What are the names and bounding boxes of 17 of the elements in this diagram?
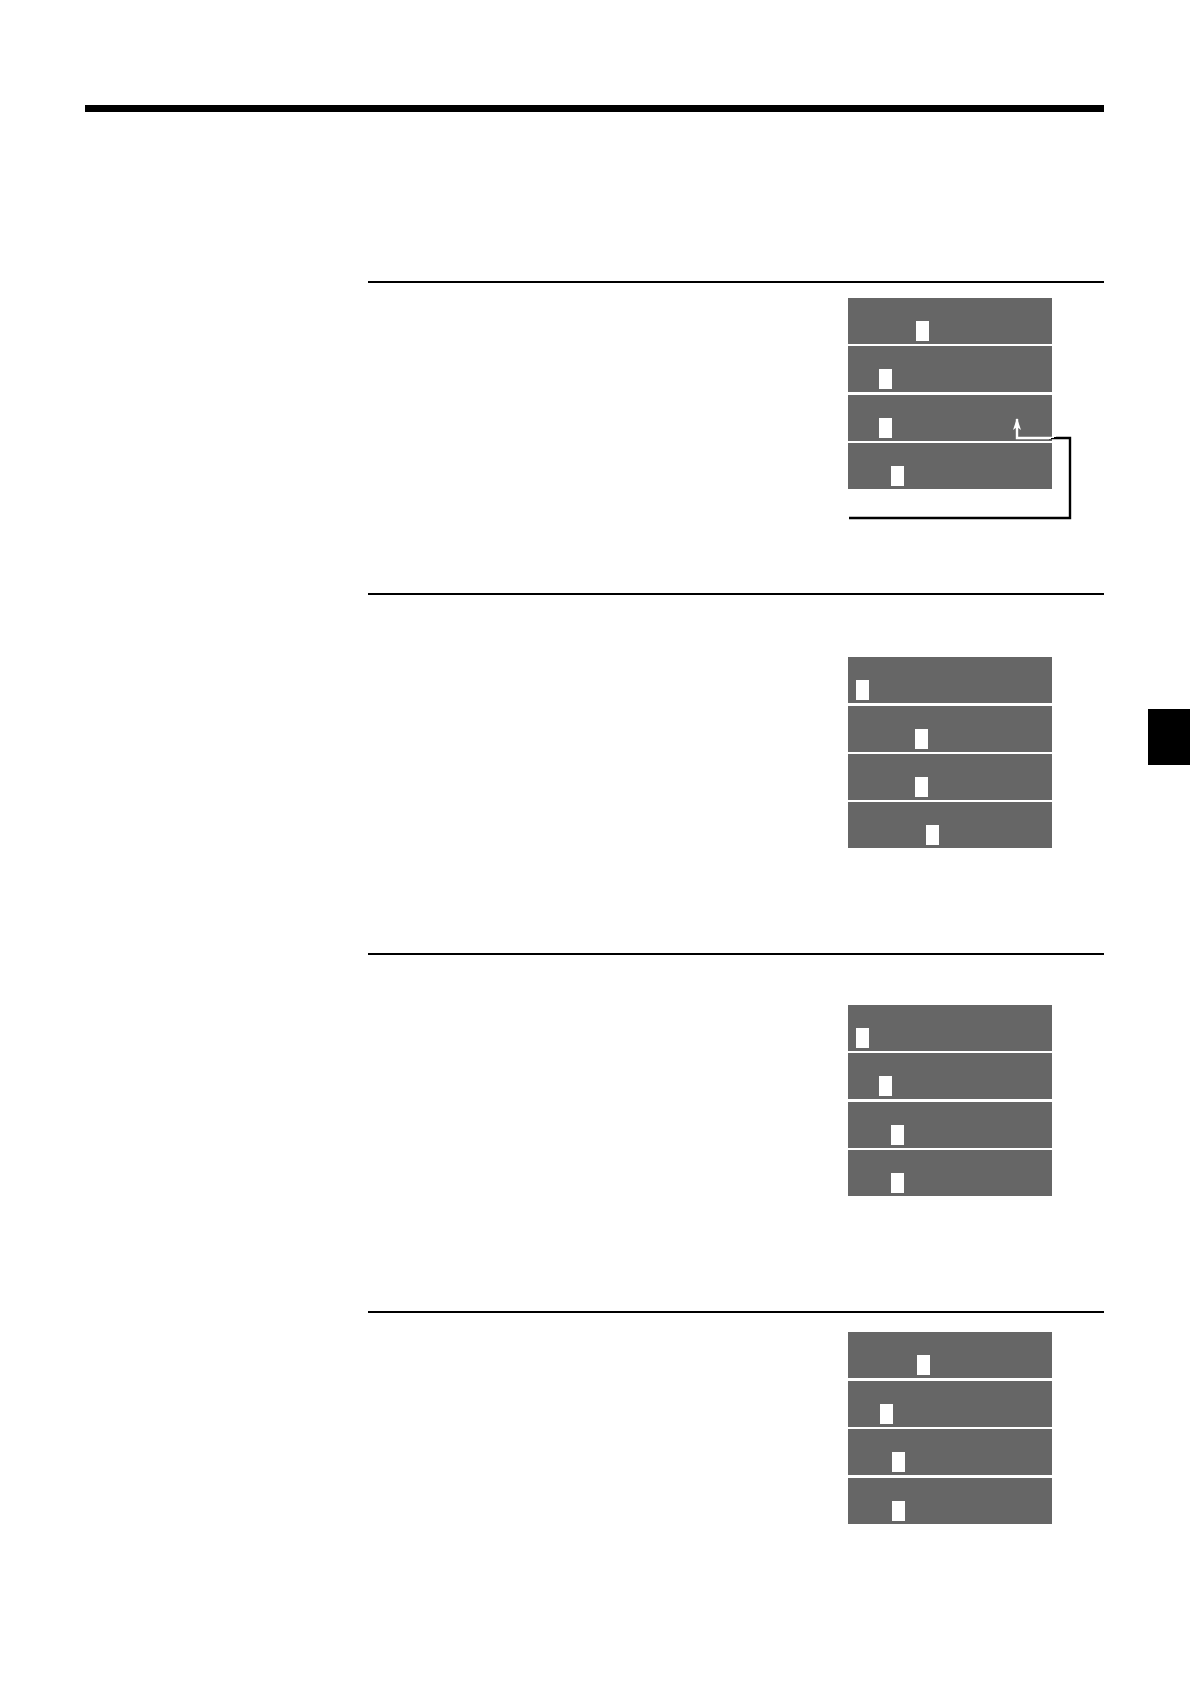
display-bar: [848, 1381, 1052, 1427]
display-bar: [848, 754, 1052, 800]
display-bar: [848, 395, 1052, 441]
display-bar: [848, 298, 1052, 344]
display-bar: [848, 1005, 1052, 1051]
display-bar: [848, 1332, 1052, 1378]
display-bar: [848, 657, 1052, 703]
display-bar: [848, 1478, 1052, 1524]
display-bar: [848, 706, 1052, 752]
display-bar: [848, 1429, 1052, 1475]
loop-arrow: [849, 418, 1072, 520]
display-bar: [848, 1150, 1052, 1196]
display-bar: [848, 443, 1052, 489]
display-bar: [848, 346, 1052, 392]
display-bar: [848, 1102, 1052, 1148]
display-bar: [848, 802, 1052, 848]
display-bar: [848, 1053, 1052, 1099]
